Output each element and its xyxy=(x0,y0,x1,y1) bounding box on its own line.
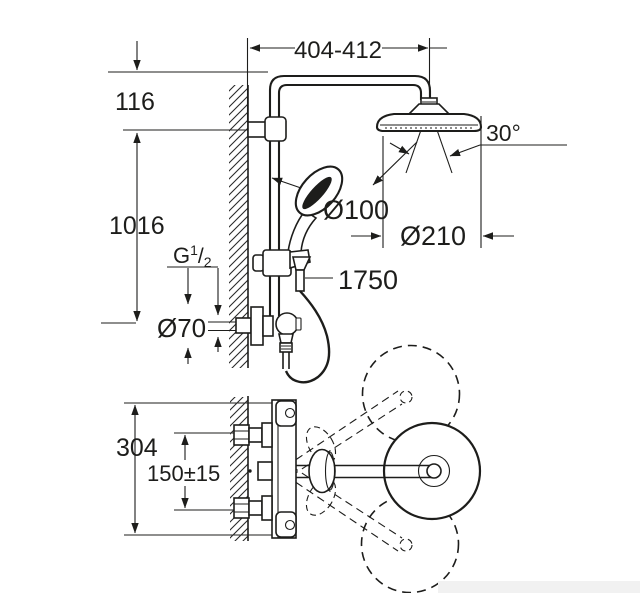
valve-knob xyxy=(275,312,299,336)
dim-head-shower-diameter: Ø210 xyxy=(400,221,466,251)
dimension-labels: 404-412 116 1016 30° Ø100 Ø210 1750 G1/2… xyxy=(109,37,521,486)
dim-escutcheon-diameter: Ø70 xyxy=(157,313,206,343)
dim-top-width: 404-412 xyxy=(294,37,382,64)
supply-union-bottom xyxy=(233,495,273,521)
valve-assembly xyxy=(235,306,302,369)
dim-hose-length: 1750 xyxy=(338,265,398,295)
hose-cone-nut xyxy=(291,256,312,271)
head-shower-plan xyxy=(272,421,482,521)
thermostat-body xyxy=(233,399,297,539)
wall-lower xyxy=(230,396,249,541)
dim-arm-offset: 116 xyxy=(115,88,155,116)
dim-thread: G1/2 xyxy=(173,242,212,270)
hand-shower-plan xyxy=(308,448,336,494)
supply-union-top xyxy=(233,422,273,448)
shower-hose xyxy=(284,290,331,384)
shower-column-and-arm xyxy=(247,74,432,316)
head-shower xyxy=(375,97,483,133)
footer-strip xyxy=(438,581,640,593)
dim-hand-shower-diameter: Ø100 xyxy=(323,195,389,225)
dimension-lines-upper xyxy=(101,38,567,364)
wall-nut xyxy=(235,317,252,334)
dim-pipe-height: 1016 xyxy=(109,212,165,240)
escutcheon xyxy=(250,306,264,346)
dim-mount-width: 304 xyxy=(116,434,158,462)
dim-head-angle: 30° xyxy=(486,120,521,146)
hand-shower xyxy=(252,165,344,292)
dim-connection-spacing: 150±15 xyxy=(147,461,220,486)
